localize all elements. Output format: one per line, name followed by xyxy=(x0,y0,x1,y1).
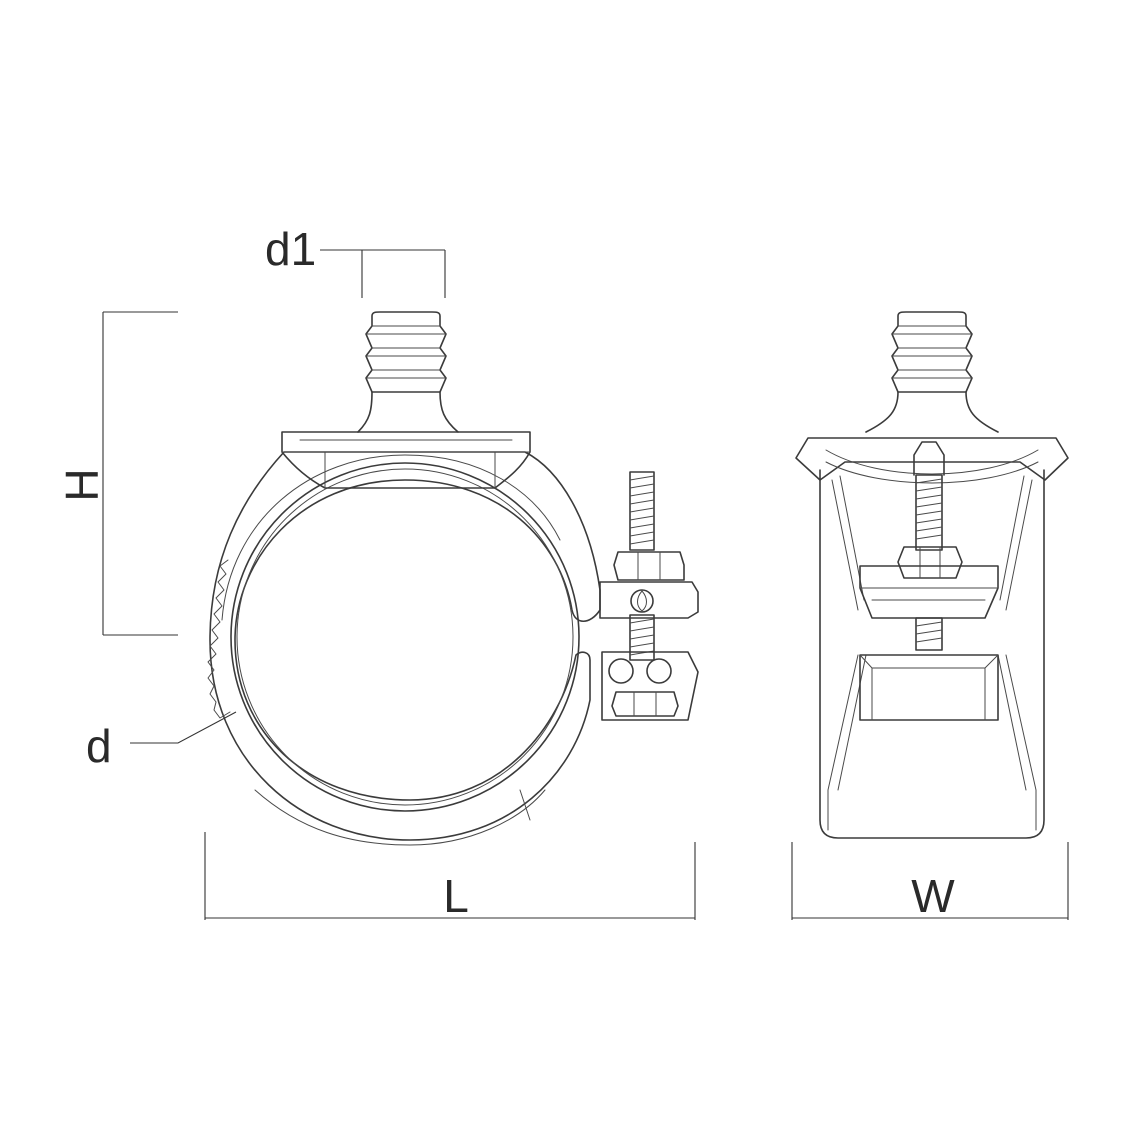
outlet-neck xyxy=(357,391,459,433)
side-bolt-tip xyxy=(913,441,945,476)
lug-hole-right xyxy=(646,658,672,684)
side-outlet-neck xyxy=(865,391,999,433)
outlet-spigot xyxy=(365,311,447,393)
dim-h-label: H xyxy=(56,468,108,501)
side-hex-nut xyxy=(897,546,963,579)
logo-mark xyxy=(630,589,654,613)
side-lower-plate xyxy=(859,654,999,721)
side-upper-wings xyxy=(831,475,1033,611)
logo-mark-inner xyxy=(637,590,647,612)
side-lower-wings xyxy=(827,654,1037,831)
side-upper-plate-lines xyxy=(859,587,999,601)
side-bolt-thread-lines-lower xyxy=(915,621,943,643)
hex-nut-lower xyxy=(611,691,679,717)
side-hex-nut-faces xyxy=(919,546,941,579)
side-saddle-top xyxy=(795,437,1069,481)
saddle-ribs xyxy=(281,439,531,489)
bolt-thread-lines-lower xyxy=(629,618,655,656)
pipe-circle-inner xyxy=(236,468,574,806)
band-rim xyxy=(221,454,561,621)
side-saddle-arc xyxy=(825,449,1039,475)
grip-serration xyxy=(207,559,231,719)
side-outlet-spigot xyxy=(891,311,973,393)
bolt-thread-lower xyxy=(629,614,655,661)
dim-w-lines xyxy=(791,842,1069,920)
hex-nut-upper xyxy=(613,551,685,581)
side-upper-plate xyxy=(859,565,999,619)
side-body xyxy=(819,469,1045,839)
band-rim-lower xyxy=(254,789,546,846)
spigot-rings xyxy=(365,325,447,379)
side-saddle-inner xyxy=(825,461,1039,484)
dim-l-label: L xyxy=(443,870,469,922)
lug-hole-left xyxy=(608,658,634,684)
bolt-thread-lines xyxy=(629,475,655,545)
dim-d-label: d xyxy=(86,720,112,772)
upper-lug xyxy=(599,581,699,619)
saddle-band-outer xyxy=(209,451,601,841)
dim-h-lines xyxy=(102,311,178,636)
side-bolt-thread-lines xyxy=(915,478,943,540)
dim-l-lines xyxy=(204,832,696,920)
side-bolt-thread xyxy=(915,474,943,551)
dim-d1-label: d1 xyxy=(265,223,316,275)
dim-d-leader xyxy=(130,711,237,744)
hex-nut-faces xyxy=(637,551,661,581)
bolt-thread-upper xyxy=(629,471,655,551)
lower-lug xyxy=(601,651,699,721)
dim-d1-lines xyxy=(320,249,446,298)
pipe-circle xyxy=(230,462,580,812)
dimensions: d1 H d L W xyxy=(56,223,1069,922)
dim-w-label: W xyxy=(911,870,955,922)
side-lower-plate-lines xyxy=(859,654,999,721)
front-view xyxy=(207,311,699,846)
side-spigot-rings xyxy=(891,325,973,379)
hex-nut-lower-faces xyxy=(633,691,657,717)
band-step xyxy=(519,789,531,821)
side-view xyxy=(795,311,1069,839)
